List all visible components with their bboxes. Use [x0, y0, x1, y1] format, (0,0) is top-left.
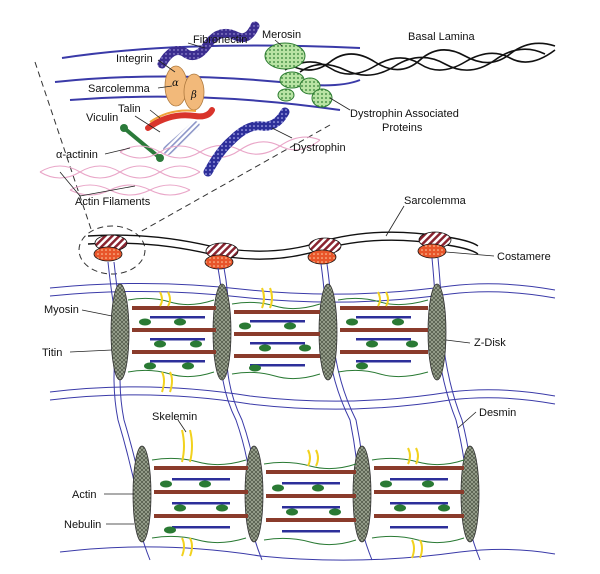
sarcomere-5 — [263, 461, 357, 546]
costameres — [93, 231, 452, 270]
actin-filaments-label: Actin Filaments — [75, 196, 151, 208]
proteins-label: Proteins — [382, 122, 423, 134]
inset-leader-lines — [59, 39, 351, 197]
integrin-alpha-label: α — [172, 78, 179, 89]
sarcolemma-label: Sarcolemma — [404, 195, 467, 207]
costamere-label: Costamere — [497, 251, 551, 263]
talin-molecule — [145, 107, 215, 131]
skelemin-row-1 — [159, 287, 389, 393]
zoom-line-right — [139, 124, 331, 233]
inset-panel: α β — [34, 21, 556, 275]
fibronectin-molecule — [157, 21, 260, 69]
costamere-3 — [307, 237, 342, 265]
actin-filaments-inset — [39, 136, 321, 196]
basal-lamina-strands — [284, 42, 556, 76]
sarcomere-6 — [371, 457, 465, 544]
sarcolemma-membrane — [87, 231, 479, 260]
alpha-actinin-molecule — [120, 124, 164, 162]
costamere-1 — [93, 234, 128, 262]
dystrophin-label: Dystrophin — [293, 142, 346, 154]
actin-label: Actin — [72, 489, 96, 501]
z-disk-3 — [318, 283, 338, 381]
dystrophin-molecule — [203, 107, 290, 177]
z-disk-5 — [132, 445, 152, 543]
inset-membrane-outer — [61, 44, 361, 59]
sarcomere-4 — [151, 457, 248, 544]
alpha-actinin-label: α-actinin — [56, 149, 98, 161]
integrin-label: Integrin — [116, 53, 153, 65]
z-disk-1 — [110, 283, 130, 381]
skelemin-label: Skelemin — [152, 411, 197, 423]
sarcomere-2 — [231, 301, 321, 380]
fibronectin-label: Fibronectin — [193, 34, 247, 46]
myosin-label: Myosin — [44, 304, 79, 316]
main-leader-lines — [69, 205, 495, 525]
costamere-2 — [204, 242, 239, 270]
sarcomere-3 — [337, 297, 429, 378]
integrin-beta-label: β — [190, 90, 197, 101]
skelemin-row-2 — [181, 429, 423, 559]
merosin-molecule — [264, 42, 306, 70]
viculin-molecule — [163, 121, 200, 155]
costamere-4 — [417, 231, 452, 259]
merosin-label: Merosin — [262, 29, 301, 41]
myofibril-row-2 — [132, 429, 480, 559]
titin-label: Titin — [42, 347, 62, 359]
z-disk-4 — [427, 283, 447, 381]
inset-sarcolemma-label: Sarcolemma — [88, 83, 151, 95]
inset-membrane-inner — [69, 95, 341, 111]
talin-label: Talin — [118, 103, 141, 115]
dystrophin-associated-proteins — [277, 71, 333, 108]
myofibril-row-1 — [110, 283, 447, 393]
dystrophin-associated-label: Dystrophin Associated — [350, 108, 459, 120]
basal-lamina-label: Basal Lamina — [408, 31, 476, 43]
zoom-region-circle — [78, 225, 146, 275]
talin-highlight — [149, 109, 197, 123]
z-disk-label: Z-Disk — [474, 337, 506, 349]
viculin-label: Viculin — [86, 112, 118, 124]
inset-membrane-mid — [54, 75, 361, 87]
sarcomere-1 — [127, 297, 216, 378]
desmin-label: Desmin — [479, 407, 516, 419]
integrin-molecule: α β — [164, 65, 205, 111]
nebulin-label: Nebulin — [64, 519, 101, 531]
